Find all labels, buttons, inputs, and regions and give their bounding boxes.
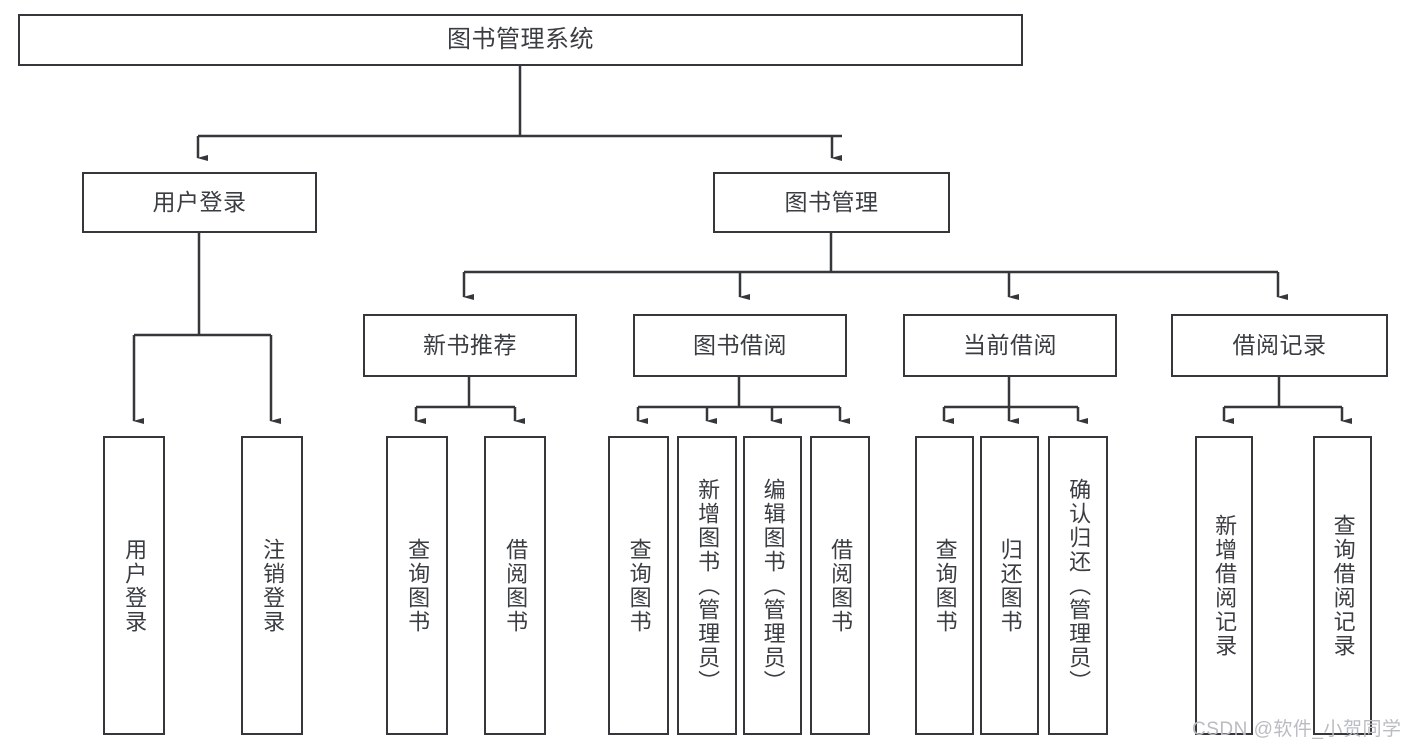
leaf-record-query-record[interactable]: 查询借阅记录 (1313, 436, 1372, 735)
leaf-user-logout[interactable]: 注销登录 (241, 436, 303, 735)
node-label: 查询图书 (405, 537, 431, 634)
leaf-newbook-query-book[interactable]: 查询图书 (386, 436, 448, 735)
leaf-borrow-edit-book-admin[interactable]: 编辑图书（管理员） (743, 436, 802, 735)
node-label: 确认归还（管理员） (1066, 477, 1092, 694)
node-label: 图书管理 (784, 189, 879, 216)
node-user-login[interactable]: 用户登录 (82, 172, 317, 233)
node-current-borrow[interactable]: 当前借阅 (903, 314, 1117, 377)
node-label: 新增图书（管理员） (695, 477, 721, 694)
leaf-newbook-borrow-book[interactable]: 借阅图书 (484, 436, 546, 735)
node-book-management[interactable]: 图书管理 (713, 172, 950, 233)
leaf-current-query-book[interactable]: 查询图书 (915, 436, 974, 735)
node-label: 图书管理系统 (447, 26, 594, 53)
leaf-current-return-book[interactable]: 归还图书 (980, 436, 1039, 735)
node-book-borrow[interactable]: 图书借阅 (633, 314, 847, 377)
node-label: 借阅记录 (1232, 332, 1327, 359)
leaf-borrow-add-book-admin[interactable]: 新增图书（管理员） (677, 436, 737, 735)
node-label: 编辑图书（管理员） (760, 477, 786, 694)
node-label: 用户登录 (152, 189, 247, 216)
leaf-record-add-record[interactable]: 新增借阅记录 (1195, 436, 1253, 735)
leaf-current-confirm-return-admin[interactable]: 确认归还（管理员） (1048, 436, 1108, 735)
node-label: 新增借阅记录 (1212, 513, 1238, 658)
node-label: 查询图书 (932, 537, 958, 634)
node-root-system[interactable]: 图书管理系统 (18, 14, 1023, 66)
node-label: 图书借阅 (693, 332, 787, 359)
node-label: 当前借阅 (963, 332, 1057, 359)
node-label: 借阅图书 (503, 537, 529, 634)
node-label: 注销登录 (260, 537, 286, 634)
node-borrow-record[interactable]: 借阅记录 (1171, 314, 1388, 377)
node-label: 借阅图书 (828, 537, 854, 634)
node-label: 用户登录 (122, 537, 148, 634)
node-label: 查询图书 (626, 537, 652, 634)
csdn-watermark: CSDN @软件_小贺同学 (1192, 719, 1402, 740)
leaf-borrow-query-book[interactable]: 查询图书 (608, 436, 669, 735)
node-label: 查询借阅记录 (1330, 513, 1356, 658)
node-new-book-recommend[interactable]: 新书推荐 (363, 314, 577, 377)
node-label: 归还图书 (997, 537, 1023, 634)
leaf-user-login[interactable]: 用户登录 (103, 436, 165, 735)
node-label: 新书推荐 (423, 332, 517, 359)
leaf-borrow-borrow-book[interactable]: 借阅图书 (810, 436, 870, 735)
